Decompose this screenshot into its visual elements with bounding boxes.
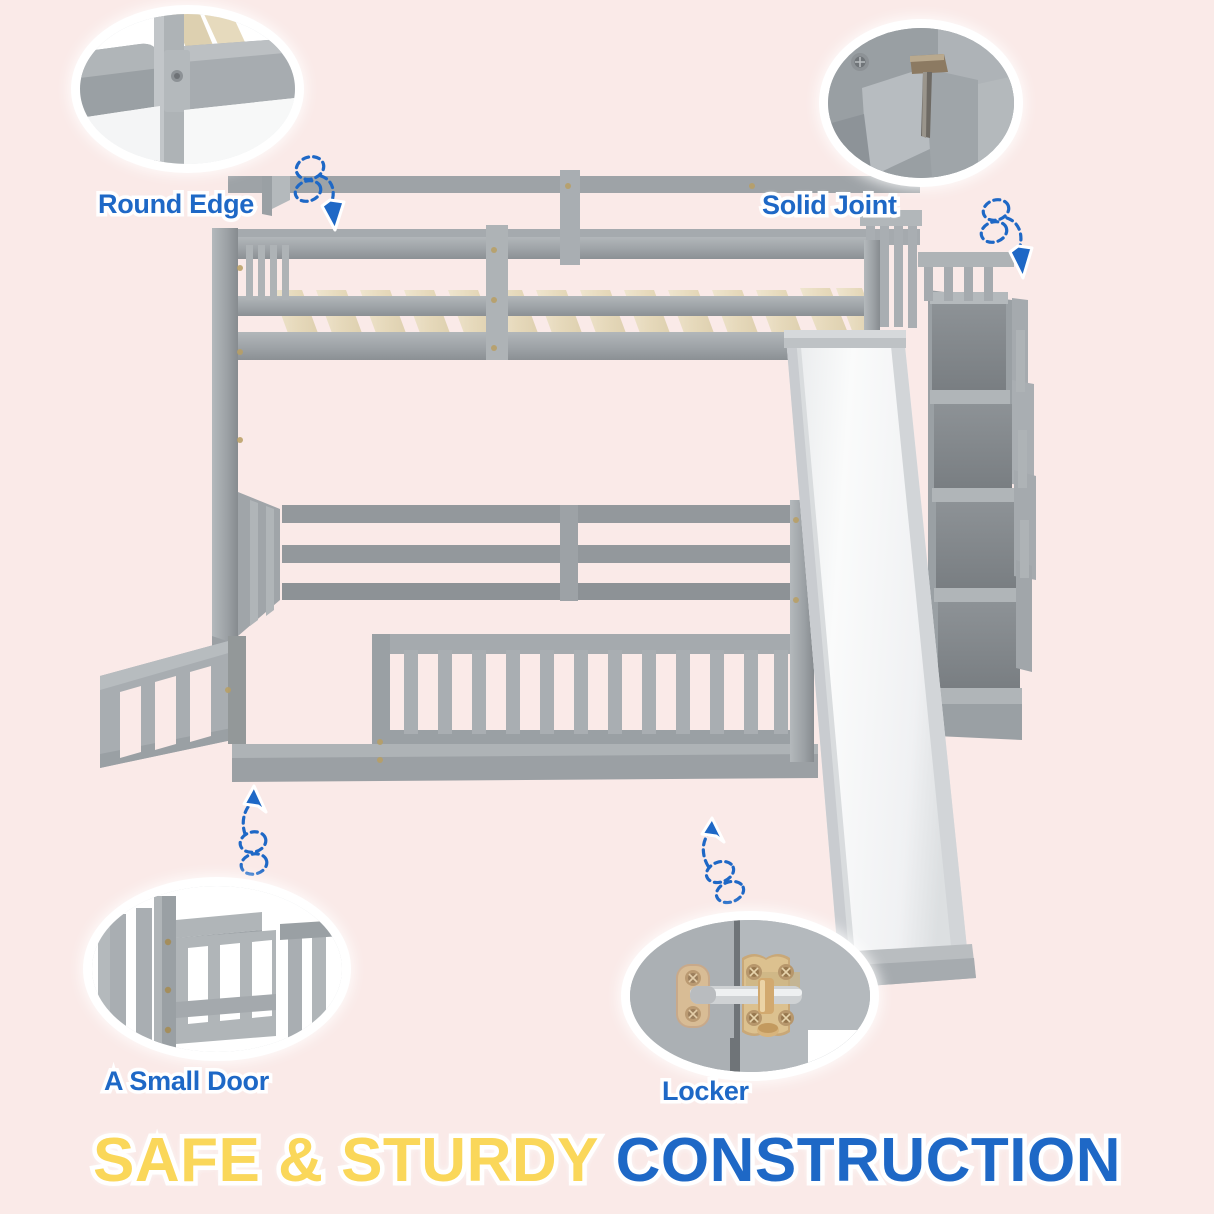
screw-dots bbox=[225, 183, 799, 763]
small-door-gate bbox=[100, 636, 246, 768]
lower-bunk-footboard bbox=[372, 634, 800, 754]
slide bbox=[784, 330, 976, 988]
headline-banner: SAFE & STURDY CONSTRUCTION bbox=[0, 1122, 1214, 1200]
headline-part-2: CONSTRUCTION bbox=[611, 1122, 1125, 1200]
callout-label-locker: Locker bbox=[659, 1073, 753, 1110]
upper-bunk-guard-rail bbox=[228, 170, 868, 360]
locker-photo bbox=[630, 920, 870, 1072]
arrow-locker bbox=[688, 816, 758, 918]
callout-inset-locker bbox=[630, 920, 870, 1072]
upper-bunk-headboard-spindles bbox=[246, 245, 289, 300]
callout-label-solid-joint: Solid Joint bbox=[759, 187, 901, 224]
callout-inset-a-small-door bbox=[92, 886, 342, 1052]
solid-joint-photo bbox=[828, 28, 1014, 178]
arrow-a-small-door bbox=[228, 784, 294, 886]
arrow-round-edge bbox=[286, 146, 356, 232]
round-edge-photo bbox=[80, 14, 295, 164]
staircase-top-rail bbox=[918, 252, 1014, 301]
storage-staircase bbox=[928, 290, 1036, 740]
headline-part-1: SAFE & STURDY bbox=[88, 1122, 601, 1200]
lower-bunk-left-angled-rail bbox=[238, 492, 280, 636]
callout-inset-solid-joint bbox=[828, 28, 1014, 178]
callout-inset-round-edge bbox=[80, 14, 295, 164]
a-small-door-photo bbox=[92, 886, 342, 1052]
arrow-solid-joint bbox=[976, 190, 1046, 282]
callout-label-round-edge: Round Edge bbox=[95, 186, 258, 223]
callout-label-a-small-door: A Small Door bbox=[101, 1063, 273, 1100]
lower-bunk-back-rails bbox=[282, 505, 802, 601]
